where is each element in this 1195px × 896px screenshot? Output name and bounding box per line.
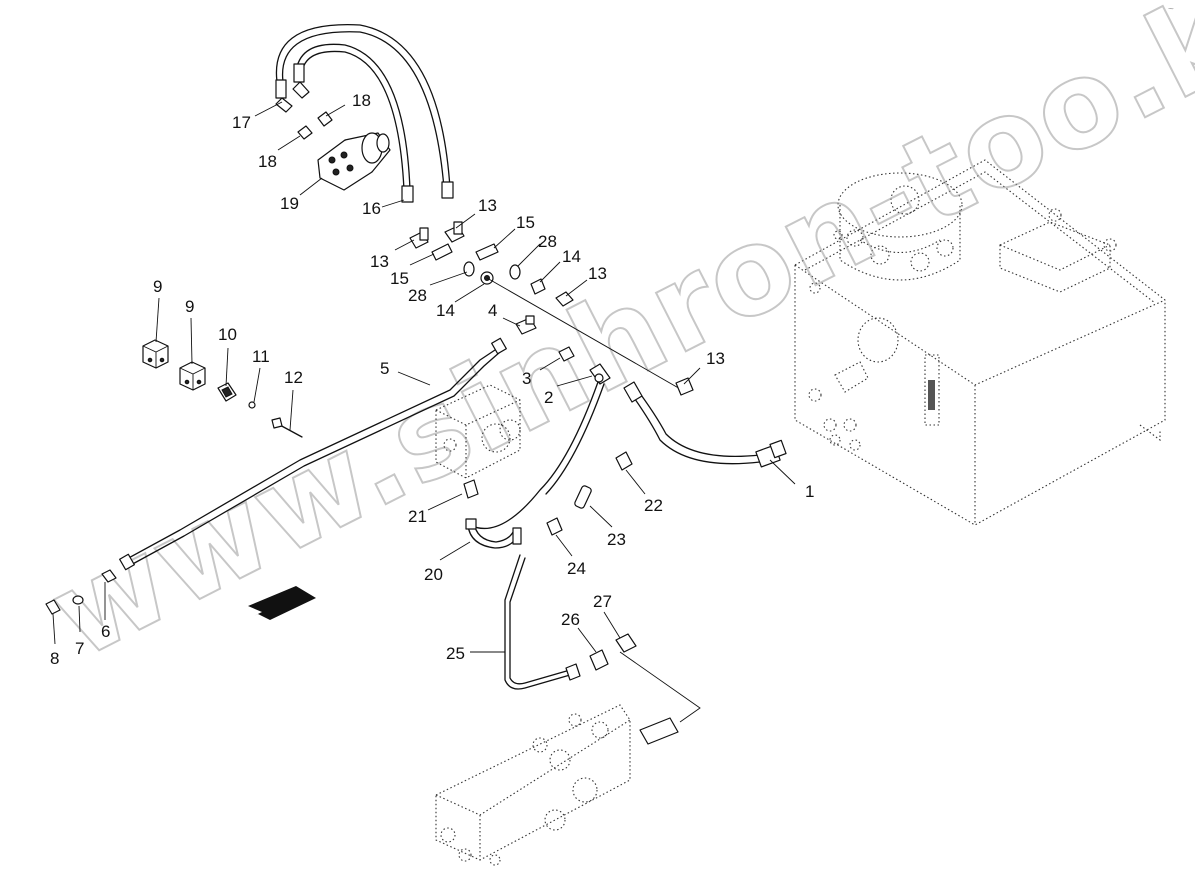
callout-23: 23 <box>607 530 626 549</box>
callout-27: 27 <box>593 592 612 611</box>
callout-18a: 18 <box>258 152 277 171</box>
callout-6: 6 <box>101 622 110 641</box>
callout-21: 21 <box>408 507 427 526</box>
callout-7: 7 <box>75 639 84 658</box>
callout-labels: 1 2 3 4 5 6 7 8 9 9 10 11 12 13 13 13 13… <box>50 91 814 668</box>
callout-18b: 18 <box>352 91 371 110</box>
corner-mark: ~ <box>1168 4 1174 15</box>
callout-28b: 28 <box>538 232 557 251</box>
callout-12: 12 <box>284 368 303 387</box>
callout-8: 8 <box>50 649 59 668</box>
callout-15b: 15 <box>516 213 535 232</box>
callout-2: 2 <box>544 388 553 407</box>
callout-13a: 13 <box>706 349 725 368</box>
direction-arrow-icon <box>216 586 316 634</box>
hydraulic-tank <box>794 159 1166 526</box>
callout-28a: 28 <box>408 286 427 305</box>
motor-19 <box>317 132 391 191</box>
callout-24: 24 <box>567 559 586 578</box>
fittings-18 <box>297 111 333 140</box>
callout-19: 19 <box>280 194 299 213</box>
callout-25: 25 <box>446 644 465 663</box>
leader-lines <box>52 101 796 653</box>
hoses-16-17 <box>275 24 454 203</box>
callout-11: 11 <box>252 347 270 366</box>
callout-10: 10 <box>218 325 237 344</box>
callout-1: 1 <box>805 482 814 501</box>
callout-17: 17 <box>232 113 251 132</box>
callout-15a: 15 <box>390 269 409 288</box>
callout-22: 22 <box>644 496 663 515</box>
callout-13b: 13 <box>370 252 389 271</box>
left-parts <box>45 337 507 634</box>
callout-14b: 14 <box>562 247 581 266</box>
callout-9b: 9 <box>185 297 194 316</box>
callout-9a: 9 <box>153 277 162 296</box>
callout-5: 5 <box>380 359 389 378</box>
callout-20: 20 <box>424 565 443 584</box>
callout-4: 4 <box>488 301 497 320</box>
callout-14a: 14 <box>436 301 455 320</box>
callout-13d: 13 <box>588 264 607 283</box>
valve-block-lower <box>435 704 631 866</box>
callout-13c: 13 <box>478 196 497 215</box>
watermark-text: www.sinhron-too.kz <box>30 0 1195 686</box>
callout-3: 3 <box>522 369 531 388</box>
fittings-upper-row <box>409 221 574 307</box>
valve-block-upper <box>435 384 521 479</box>
callout-26: 26 <box>561 610 580 629</box>
callout-16: 16 <box>362 199 381 218</box>
pipe-assembly <box>463 277 787 745</box>
